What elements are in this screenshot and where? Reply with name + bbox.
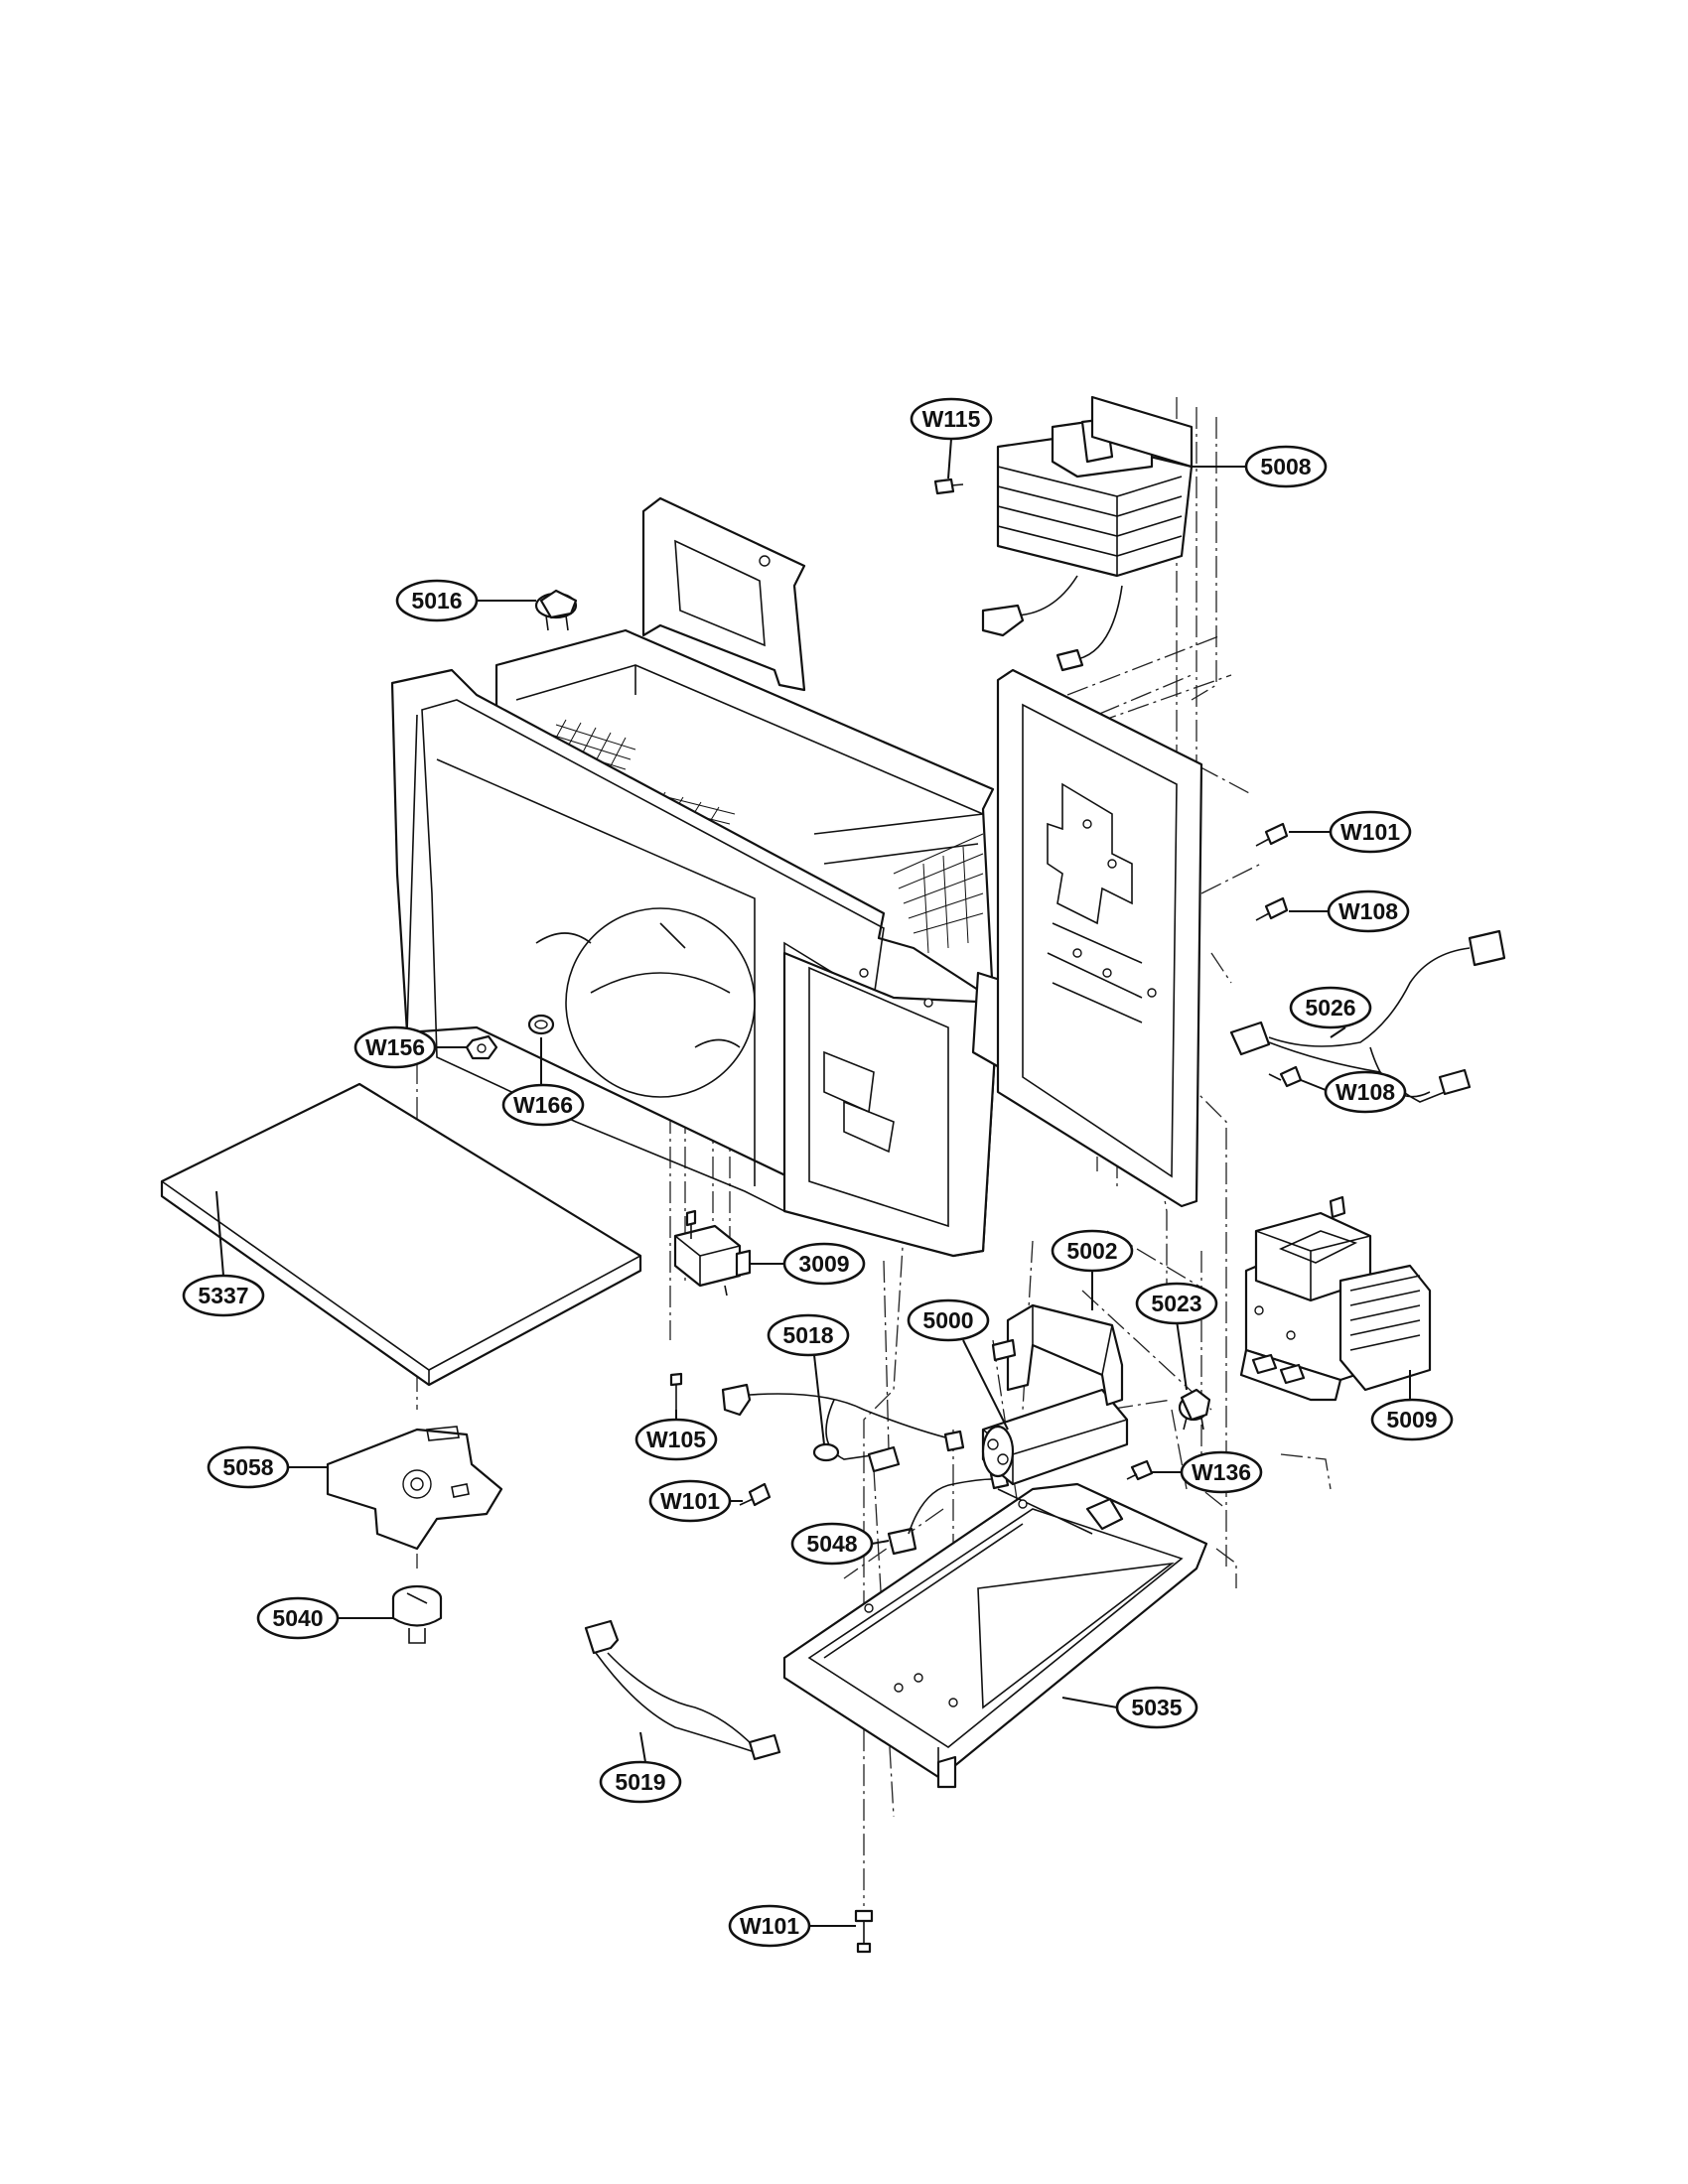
roller-guide-5058 <box>326 1426 503 1551</box>
callout-label: 5058 <box>222 1454 273 1480</box>
callout-5000: 5000 <box>907 1298 990 1342</box>
callout-label: W108 <box>1336 1079 1395 1105</box>
callout-w115: W115 <box>910 397 993 441</box>
screw-w101-bottom <box>854 1909 874 1954</box>
high-voltage-transformer <box>981 395 1194 672</box>
callout-w108-upper: W108 <box>1327 889 1410 933</box>
nut-w156 <box>465 1034 498 1060</box>
callout-5008: 5008 <box>1244 445 1328 488</box>
leader-lines <box>215 438 1411 1927</box>
wire-5019 <box>584 1619 781 1761</box>
wire-5018 <box>721 1383 965 1473</box>
callout-w101-right: W101 <box>1329 810 1412 854</box>
callout-label: 5026 <box>1305 995 1355 1021</box>
callout-label: 5002 <box>1066 1238 1117 1264</box>
callout-label: 5016 <box>411 588 462 614</box>
callout-5035: 5035 <box>1115 1686 1198 1729</box>
callout-w101-bottom: W101 <box>728 1904 811 1948</box>
callout-5023: 5023 <box>1135 1282 1218 1325</box>
callout-w108-lower: W108 <box>1324 1070 1407 1114</box>
callout-label: W166 <box>513 1092 573 1118</box>
screw-w136 <box>1126 1459 1154 1481</box>
callout-label: W101 <box>1340 819 1400 845</box>
callout-label: 3009 <box>798 1251 849 1277</box>
callout-label: 5040 <box>272 1605 323 1631</box>
callout-5019: 5019 <box>599 1760 682 1804</box>
callout-label: 5023 <box>1151 1291 1201 1316</box>
callout-5048: 5048 <box>790 1522 874 1566</box>
callout-3009: 3009 <box>782 1242 866 1286</box>
callout-label: 5019 <box>615 1769 665 1795</box>
screw-w115 <box>933 478 964 495</box>
callout-5009: 5009 <box>1370 1398 1454 1441</box>
screw-w101-right <box>1255 822 1289 847</box>
callout-w166: W166 <box>501 1083 585 1127</box>
callout-label: W105 <box>646 1427 706 1452</box>
callout-5016: 5016 <box>395 579 479 622</box>
callout-w101-middle: W101 <box>648 1479 732 1523</box>
screw-w108-upper <box>1255 896 1289 921</box>
callout-5002: 5002 <box>1051 1229 1134 1273</box>
wire-harness-5026 <box>1229 929 1506 1103</box>
side-panel <box>996 668 1203 1208</box>
callout-label: 5048 <box>806 1531 857 1557</box>
callout-5018: 5018 <box>767 1313 850 1357</box>
callout-w136: W136 <box>1180 1450 1263 1494</box>
callout-label: W108 <box>1338 898 1398 924</box>
callout-label: 5035 <box>1131 1695 1182 1720</box>
screw-w105 <box>669 1372 683 1410</box>
side-mesh <box>893 833 984 954</box>
callout-label: 5018 <box>782 1322 833 1348</box>
callout-label: 5337 <box>198 1283 248 1308</box>
callout-w156: W156 <box>353 1025 437 1069</box>
callout-label: 5009 <box>1386 1407 1437 1433</box>
screw-w108-lower <box>1268 1065 1303 1088</box>
callout-w105: W105 <box>634 1418 718 1461</box>
capacitor-5000 <box>981 1388 1129 1486</box>
callout-5058: 5058 <box>207 1445 290 1489</box>
washer-w166 <box>527 1014 555 1035</box>
magnetron-5009 <box>1239 1195 1432 1402</box>
turntable-motor-3009 <box>673 1209 752 1297</box>
callout-label: W115 <box>922 406 981 432</box>
callout-label: W101 <box>660 1488 720 1514</box>
callout-label: 5000 <box>922 1307 973 1333</box>
thermostat-5023 <box>1178 1388 1211 1431</box>
callout-label: 5008 <box>1260 454 1311 479</box>
oven-cavity-frame <box>390 496 1119 1258</box>
callout-label: W156 <box>365 1034 425 1060</box>
base-plate-5035 <box>782 1482 1208 1789</box>
callout-5040: 5040 <box>256 1596 340 1640</box>
screw-w101-middle <box>739 1482 772 1507</box>
callout-label: W136 <box>1192 1459 1251 1485</box>
callout-label: W101 <box>740 1913 799 1939</box>
coupler-5040 <box>391 1584 443 1644</box>
thermostat-5016 <box>534 589 578 631</box>
capacitor-bracket-5002 <box>991 1303 1124 1407</box>
tray-plate-5337 <box>160 1082 642 1387</box>
callout-5026: 5026 <box>1289 986 1372 1029</box>
callout-5337: 5337 <box>182 1274 265 1317</box>
